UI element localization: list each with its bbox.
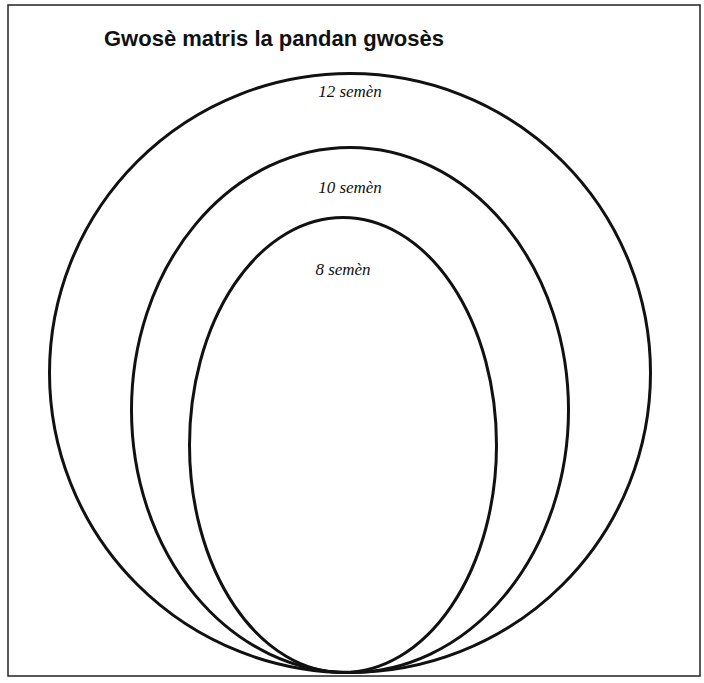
oval-outline — [48, 72, 652, 674]
oval-outline — [130, 146, 570, 674]
oval-outline — [188, 216, 498, 674]
oval-line — [190, 218, 497, 673]
week-label-row: 10 semèn — [130, 178, 570, 198]
week-label-row: 12 semèn — [48, 82, 652, 102]
week-label-row: 8 semèn — [188, 260, 498, 280]
diagram-title: Gwosè matris la pandan gwosès — [104, 26, 444, 52]
oval-line — [132, 148, 569, 673]
uterus-outline: 8 semèn — [188, 216, 498, 674]
week-label: 10 semèn — [316, 178, 384, 197]
week-label: 8 semèn — [313, 260, 372, 279]
frame-border — [8, 5, 700, 676]
week-label: 12 semèn — [316, 82, 384, 101]
uterus-outline: 12 semèn 10 semèn 8 semèn — [48, 72, 652, 674]
uterus-outline: 10 semèn 8 semèn — [130, 146, 570, 674]
oval-line — [50, 74, 651, 673]
